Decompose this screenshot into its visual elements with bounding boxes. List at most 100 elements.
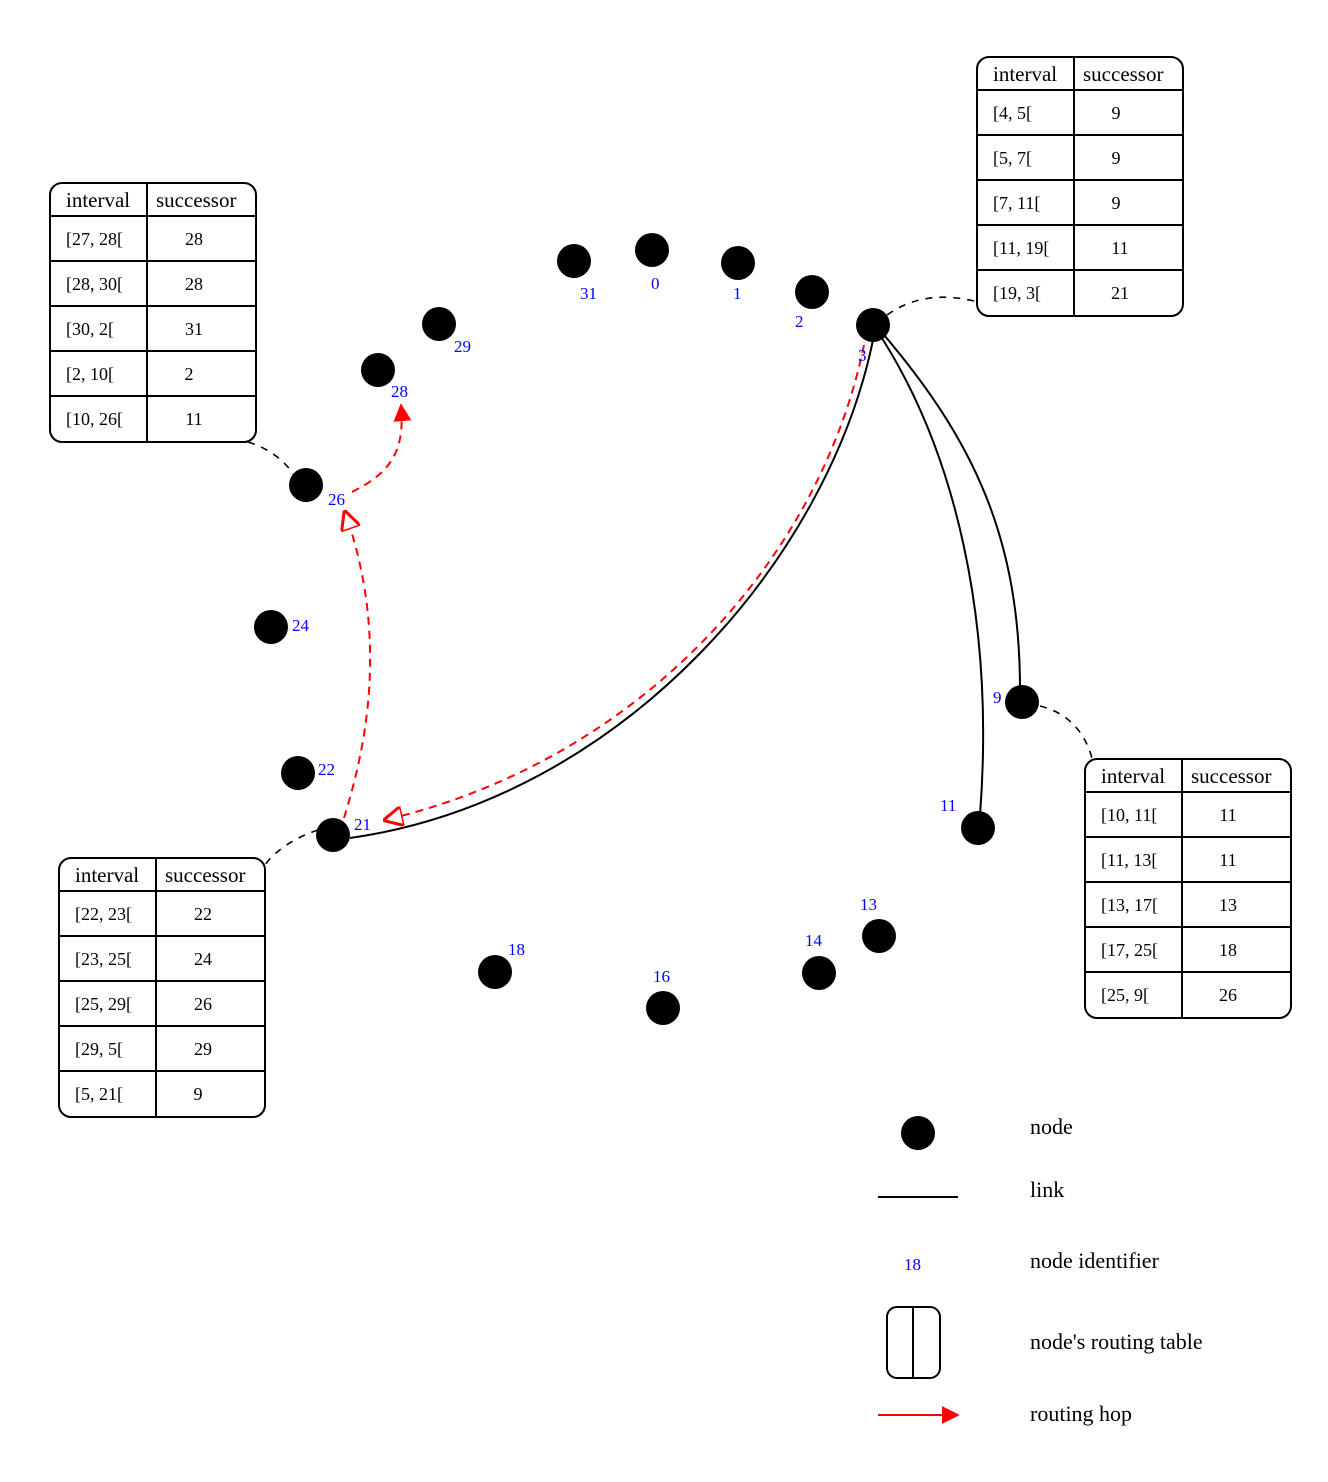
table-cell-interval: [10, 11[	[1101, 805, 1157, 825]
table-cell-successor: 21	[1111, 283, 1129, 303]
table-cell-successor: 29	[194, 1039, 212, 1059]
legend-node-label: node	[1030, 1114, 1073, 1139]
table-cell-successor: 26	[194, 994, 212, 1014]
node-id-label: 22	[318, 760, 335, 779]
node-id-label: 0	[651, 274, 660, 293]
table-cell-successor: 9	[1112, 193, 1121, 213]
node-3[interactable]: 3	[856, 308, 890, 365]
table-cell-successor: 11	[1219, 850, 1236, 870]
node-14[interactable]: 14	[802, 931, 836, 990]
table-cell-interval: [28, 30[	[66, 274, 123, 294]
table-cell-interval: [19, 3[	[993, 283, 1041, 303]
table-cell-interval: [27, 28[	[66, 229, 123, 249]
node-9[interactable]: 9	[993, 685, 1039, 719]
leader-node-9	[1039, 705, 1093, 759]
table-cell-interval: [25, 9[	[1101, 985, 1149, 1005]
legend-identifier: 18 node identifier	[904, 1248, 1160, 1274]
routing-table-node-21: interval successor [22, 23[ 22 [23, 25[ …	[58, 857, 266, 1118]
table-leaders	[247, 296, 1093, 867]
leader-node-21	[263, 829, 319, 867]
table-cell-interval: [2, 10[	[66, 364, 114, 384]
node-11[interactable]: 11	[940, 796, 995, 845]
legend-node-symbol	[901, 1116, 935, 1150]
table-header-successor: successor	[165, 863, 245, 887]
routing-hops	[344, 344, 865, 820]
node-id-label: 29	[454, 337, 471, 356]
table-cell-successor: 11	[1111, 238, 1128, 258]
node-18[interactable]: 18	[478, 940, 525, 989]
table-cell-interval: [5, 21[	[75, 1084, 123, 1104]
link-3-21	[349, 334, 875, 839]
table-cell-interval: [11, 19[	[993, 238, 1049, 258]
table-cell-interval: [22, 23[	[75, 904, 132, 924]
table-cell-successor: 11	[1219, 805, 1236, 825]
node-id-label: 11	[940, 796, 956, 815]
table-header-interval: interval	[66, 188, 130, 212]
table-cell-successor: 9	[1112, 103, 1121, 123]
node-1[interactable]: 1	[721, 246, 755, 303]
table-cell-successor: 18	[1219, 940, 1237, 960]
node-24[interactable]: 24	[254, 610, 310, 644]
table-cell-successor: 28	[185, 229, 203, 249]
leader-node-26	[247, 441, 297, 479]
hop-21-26	[344, 512, 372, 819]
table-cell-successor: 11	[185, 409, 202, 429]
node-0[interactable]: 0	[635, 233, 669, 293]
node-22[interactable]: 22	[281, 756, 335, 790]
node-id-label: 9	[993, 688, 1002, 707]
table-header-successor: successor	[1191, 764, 1271, 788]
nodes: 0 1 2 3 9 11 13 14	[254, 233, 1039, 1025]
routing-table-node-26: interval successor [27, 28[ 28 [28, 30[ …	[49, 182, 257, 443]
table-header-interval: interval	[993, 62, 1057, 86]
node-id-label: 2	[795, 312, 804, 331]
legend-node: node	[901, 1114, 1073, 1150]
node-31[interactable]: 31	[557, 244, 597, 303]
table-header-interval: interval	[75, 863, 139, 887]
hop-26-28	[351, 403, 412, 493]
node-id-label: 13	[860, 895, 877, 914]
table-header-interval: interval	[1101, 764, 1165, 788]
table-cell-successor: 13	[1219, 895, 1237, 915]
node-13[interactable]: 13	[860, 895, 896, 953]
node-id-label: 26	[328, 490, 345, 509]
table-cell-interval: [30, 2[	[66, 319, 114, 339]
table-cell-interval: [29, 5[	[75, 1039, 123, 1059]
node-id-label: 1	[733, 284, 742, 303]
legend-table-label: node's routing table	[1030, 1329, 1203, 1354]
table-cell-successor: 9	[1112, 148, 1121, 168]
table-cell-interval: [10, 26[	[66, 409, 123, 429]
hop-3-21	[385, 344, 865, 820]
table-cell-successor: 2	[185, 364, 194, 384]
node-id-label: 16	[653, 967, 670, 986]
legend-hop-label: routing hop	[1030, 1401, 1132, 1426]
node-26[interactable]: 26	[289, 468, 345, 509]
node-id-label: 31	[580, 284, 597, 303]
table-cell-successor: 24	[194, 949, 212, 969]
table-cell-successor: 9	[194, 1084, 203, 1104]
node-21[interactable]: 21	[316, 815, 371, 852]
legend: node link 18 node identifier node's rout…	[878, 1114, 1203, 1426]
link-3-9	[877, 327, 1021, 691]
table-header-successor: successor	[156, 188, 236, 212]
node-id-label: 24	[292, 616, 310, 635]
links	[349, 327, 1021, 839]
node-id-label: 14	[805, 931, 823, 950]
node-2[interactable]: 2	[795, 275, 829, 331]
routing-table-node-3: interval successor [4, 5[ 9 [5, 7[ 9 [7,…	[976, 56, 1184, 317]
node-16[interactable]: 16	[646, 967, 680, 1025]
legend-identifier-label: node identifier	[1030, 1248, 1160, 1273]
table-cell-interval: [7, 11[	[993, 193, 1040, 213]
legend-table: node's routing table	[886, 1306, 1203, 1379]
legend-link-label: link	[1030, 1177, 1064, 1202]
node-29[interactable]: 29	[422, 307, 471, 356]
node-28[interactable]: 28	[361, 353, 408, 401]
table-cell-interval: [23, 25[	[75, 949, 132, 969]
link-3-11	[877, 331, 985, 816]
table-cell-successor: 26	[1219, 985, 1237, 1005]
table-cell-interval: [17, 25[	[1101, 940, 1158, 960]
node-id-label: 28	[391, 382, 408, 401]
node-id-label: 3	[858, 346, 867, 365]
table-header-successor: successor	[1083, 62, 1163, 86]
table-cell-interval: [11, 13[	[1101, 850, 1157, 870]
node-id-label: 21	[354, 815, 371, 834]
